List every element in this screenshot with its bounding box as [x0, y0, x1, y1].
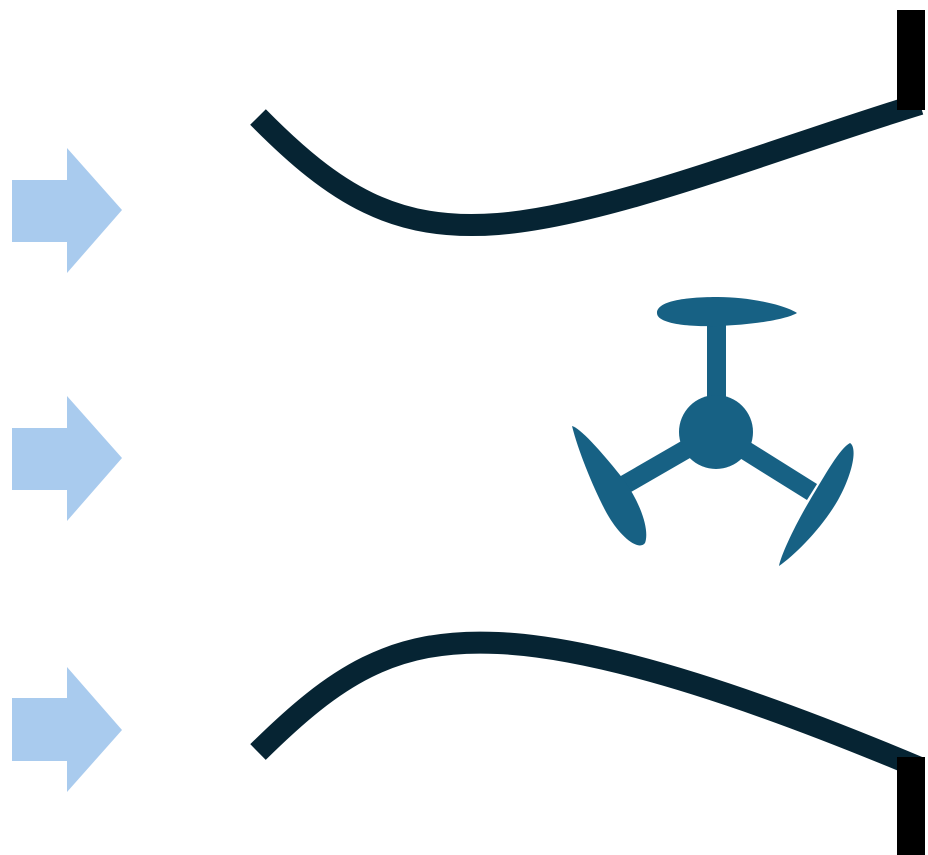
duct	[250, 10, 925, 855]
turbine-blade-right	[779, 443, 854, 566]
turbine-blade-top	[657, 297, 797, 327]
flow-arrow-middle-icon	[12, 396, 122, 521]
duct-lower-wall	[250, 631, 925, 779]
turbine-icon	[572, 297, 854, 566]
flow-arrow-upper-icon	[12, 148, 122, 273]
duct-upper-wall	[250, 93, 924, 236]
duct-end-cap-bottom	[897, 757, 925, 855]
turbine-hub	[679, 395, 753, 469]
flow-arrows	[12, 148, 122, 792]
flow-arrow-lower-icon	[12, 667, 122, 792]
turbine-blade-left	[572, 426, 647, 546]
duct-end-cap-top	[897, 10, 925, 110]
